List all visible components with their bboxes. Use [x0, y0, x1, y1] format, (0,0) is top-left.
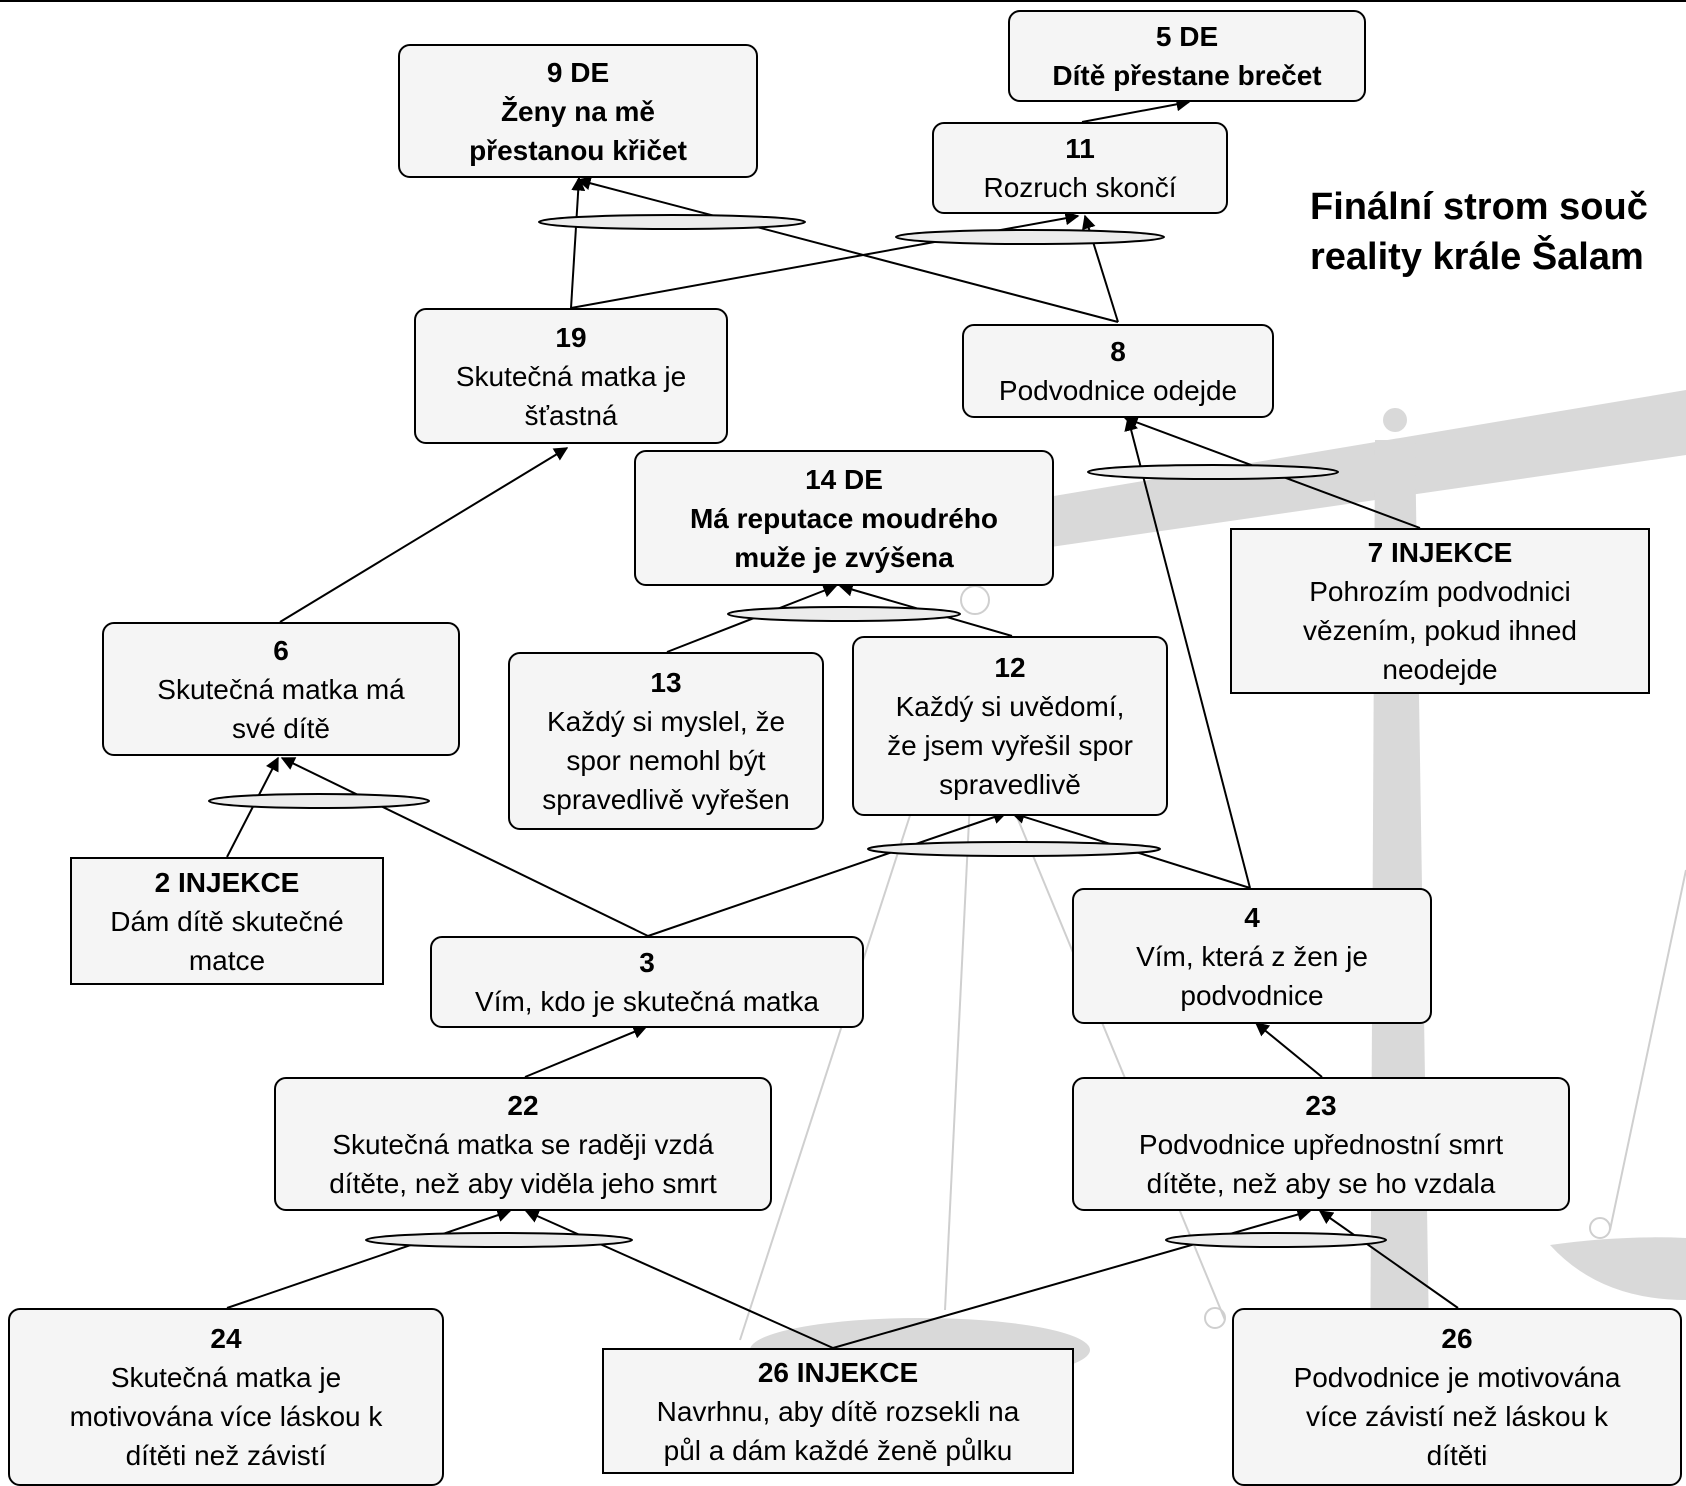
node-12: 12 Každý si uvědomí, že jsem vyřešil spo…	[852, 636, 1168, 816]
node-number: 26	[1441, 1323, 1473, 1354]
node-6: 6 Skutečná matka má své dítě	[102, 622, 460, 756]
node-text: Dítě přestane brečet	[1052, 60, 1322, 91]
node-9: 9 DE Ženy na mě přestanou křičet	[398, 44, 758, 178]
and-ellipse	[208, 793, 430, 809]
node-24: 24 Skutečná matka je motivována více lás…	[8, 1308, 444, 1486]
node-text: Skutečná matka má své dítě	[157, 673, 405, 744]
node-number: 11	[1065, 133, 1095, 164]
arrow-3-to-12	[647, 810, 1008, 937]
node-text: Každý si uvědomí, že jsem vyřešil spor s…	[887, 691, 1133, 800]
arrow-24-to-22	[226, 1208, 512, 1309]
node-19: 19 Skutečná matka je šťastná	[414, 308, 728, 444]
node-text: Podvodnice odejde	[998, 375, 1238, 406]
node-number: 4	[1244, 901, 1260, 933]
and-ellipse	[895, 229, 1165, 245]
node-23: 23 Podvodnice upřednostní smrt dítěte, n…	[1072, 1077, 1570, 1211]
node-3: 3 Vím, kdo je skutečná matka	[430, 936, 864, 1028]
node-number: 8	[1110, 336, 1126, 367]
node-number: 22	[507, 1089, 539, 1121]
node-26: 26 Podvodnice je motivována více závistí…	[1232, 1308, 1682, 1486]
node-text: Podvodnice upřednostní smrt dítěte, než …	[1138, 1128, 1504, 1199]
and-ellipse	[538, 214, 806, 230]
arrow-8-to-9	[576, 176, 1119, 323]
and-ellipse	[365, 1232, 633, 1248]
node-text: Ženy na mě přestanou křičet	[469, 95, 687, 166]
and-ellipse	[867, 841, 1161, 857]
node-number: 3	[639, 947, 655, 978]
node-text: Vím, kdo je skutečná matka	[475, 986, 819, 1017]
top-border	[0, 0, 1686, 2]
node-5: 5 DE Dítě přestane brečet	[1008, 10, 1366, 102]
node-number: 2 INJEKCE	[154, 866, 300, 898]
node-text: Podvodnice je motivována více závistí ne…	[1293, 1362, 1621, 1471]
node-22: 22 Skutečná matka se raději vzdá dítěte,…	[274, 1077, 772, 1211]
diagram-title: Finální strom souč reality krále Šalam	[1310, 186, 1648, 278]
node-number: 13	[650, 667, 682, 698]
node-11: 11 Rozruch skončí	[932, 122, 1228, 214]
node-number: 19	[555, 321, 587, 353]
and-ellipse	[1165, 1232, 1387, 1248]
node-7-injection: 7 INJEKCE Pohrozím podvodnici vězením, p…	[1230, 528, 1650, 694]
node-13: 13 Každý si myslel, že spor nemohl být s…	[508, 652, 824, 830]
arrow-26inj-to-22	[524, 1209, 834, 1349]
node-text: Skutečná matka je šťastná	[455, 360, 687, 431]
arrow-23-to-4	[1254, 1022, 1323, 1078]
arrow-3-to-6	[280, 757, 649, 937]
arrow-11-to-5	[1081, 97, 1191, 123]
node-text: Má reputace moudrého muže je zvýšena	[689, 502, 999, 573]
node-text: Každý si myslel, že spor nemohl být spra…	[542, 706, 790, 815]
and-connectors	[208, 214, 1387, 1248]
node-text: Rozruch skončí	[983, 172, 1177, 203]
node-number: 6	[273, 634, 289, 666]
node-text: Dám dítě skutečné matce	[110, 905, 344, 976]
arrow-22-to-3	[524, 1025, 648, 1078]
arrow-6-to-19	[279, 447, 569, 623]
node-number: 5 DE	[1155, 21, 1219, 52]
node-number: 24	[210, 1323, 242, 1354]
node-text: Vím, která z žen je podvodnice	[1136, 940, 1368, 1011]
node-text: Pohrozím podvodnici vězením, pokud ihned…	[1303, 576, 1577, 685]
arrow-26-to-23	[1318, 1210, 1459, 1309]
node-number: 7 INJEKCE	[1367, 537, 1513, 568]
node-14: 14 DE Má reputace moudrého muže je zvýše…	[634, 450, 1054, 586]
node-text: Skutečná matka je motivována více láskou…	[69, 1362, 383, 1471]
node-number: 23	[1305, 1089, 1337, 1121]
arrow-4-to-8	[1124, 416, 1251, 889]
node-26-injection: 26 INJEKCE Navrhnu, aby dítě rozsekli na…	[602, 1348, 1074, 1474]
node-text: Navrhnu, aby dítě rozsekli na půl a dám …	[656, 1395, 1020, 1466]
node-number: 12	[994, 652, 1026, 683]
and-ellipse	[727, 606, 961, 622]
and-ellipse	[1087, 464, 1339, 480]
node-4: 4 Vím, která z žen je podvodnice	[1072, 888, 1432, 1024]
node-number: 9 DE	[546, 56, 610, 88]
node-8: 8 Podvodnice odejde	[962, 324, 1274, 418]
node-number: 14 DE	[805, 463, 883, 495]
arrow-19-to-9	[570, 176, 586, 309]
node-2-injection: 2 INJEKCE Dám dítě skutečné matce	[70, 857, 384, 985]
node-text: Skutečná matka se raději vzdá dítěte, ne…	[329, 1128, 717, 1199]
node-number: 26 INJEKCE	[757, 1356, 919, 1388]
